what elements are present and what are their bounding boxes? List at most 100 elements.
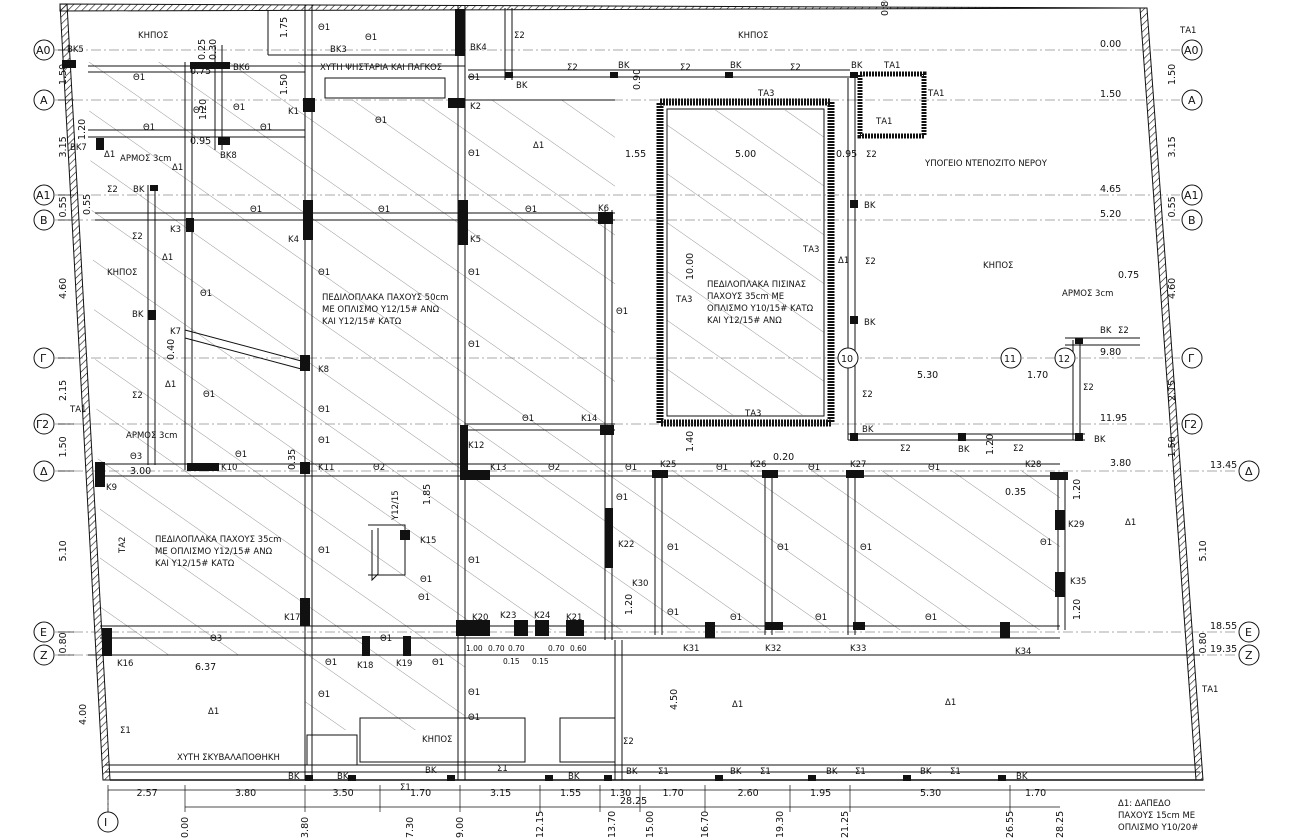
right-dim: 1.50 [1167, 64, 1178, 85]
mark-bk: ΒΚ [1094, 435, 1106, 445]
dim-1-20-f: 1.20 [77, 119, 88, 140]
dim-1-50: 1.50 [279, 74, 290, 95]
col-k35: Κ35 [1070, 577, 1086, 587]
kipos-label-4: ΚΗΠΟΣ [983, 261, 1013, 271]
mark-theta1: Θ1 [378, 205, 390, 215]
bottom-dim: 1.70 [410, 788, 431, 799]
mark-theta1: Θ1 [318, 23, 330, 33]
left-dim: 4.00 [78, 704, 89, 725]
ypogeio-label: ΥΠΟΓΕΙΟ ΝΤΕΠΟΖΙΤΟ ΝΕΡΟΥ [924, 159, 1048, 169]
mark-sigma2: Σ2 [862, 390, 873, 400]
kipos-label-5: ΚΗΠΟΣ [422, 735, 452, 745]
right-dim: 4.60 [1167, 278, 1178, 299]
mark-delta1: Δ1 [172, 163, 183, 173]
row-level: 13.45 [1210, 460, 1237, 471]
mark-bk: ΒΚ [851, 61, 863, 71]
dim-1-55: 1.55 [625, 149, 646, 160]
bottom-cumulative-dim: 7.30 [405, 817, 416, 838]
mark-theta1: Θ1 [730, 613, 742, 623]
legend-line1: Δ1: ΔΑΠΕΔΟ [1118, 799, 1171, 809]
mark-delta1: Δ1 [945, 698, 956, 708]
bottom-dim: 5.30 [920, 788, 941, 799]
perimeter-walls [59, 3, 1204, 781]
dim-0-90: 0.90 [632, 69, 643, 90]
grid-row-bubble [33, 347, 55, 369]
mark-sigma2: Σ2 [567, 63, 578, 73]
mark-theta1: Θ1 [318, 405, 330, 415]
bubble-10: 10 [841, 354, 853, 365]
bottom-cumulative-dim: 0.00 [180, 817, 191, 838]
bottom-cumulative-dim: 16.70 [700, 811, 711, 838]
armos-label-2: ΑΡΜΟΣ 3cm [120, 154, 171, 164]
col-k17: Κ17 [284, 613, 300, 623]
kipos-label-1: ΚΗΠΟΣ [138, 31, 168, 41]
mark-theta1: Θ1 [432, 658, 444, 668]
left-dim: 0.80 [58, 632, 69, 653]
mark-ta1: ΤΑ1 [875, 117, 892, 127]
mark-bk: ΒΚ [425, 766, 437, 776]
grid-row-bubble [33, 621, 55, 643]
col-k16: Κ16 [117, 659, 133, 669]
mark-sigma1: Σ1 [120, 726, 131, 736]
row-level: 19.35 [1210, 644, 1237, 655]
mark-theta1: Θ1 [716, 463, 728, 473]
beam-bk6: ΒΚ6 [233, 63, 250, 73]
col-k25: Κ25 [660, 460, 676, 470]
grid-row-bubble [1181, 209, 1203, 231]
pool-line3: ΟΠΛΙΣΜΟ Υ10/15# ΚΑΤΩ [707, 304, 814, 314]
bottom-cumulative-dim: 19.30 [775, 811, 786, 838]
mark-theta1: Θ1 [777, 543, 789, 553]
small-dim-1-00: 1.00 [466, 644, 483, 653]
dim-10-00: 10.00 [685, 253, 696, 280]
mark-theta1: Θ1 [375, 116, 387, 126]
dim-0-25: 0.25 [197, 39, 208, 60]
dim-0-35-a: 0.35 [287, 449, 298, 470]
bottom-cumulative-dim: 15.00 [645, 811, 656, 838]
mark-bk: ΒΚ [132, 310, 144, 320]
column-marks [62, 9, 1083, 781]
dim-3-80: 3.80 [1110, 458, 1131, 469]
mark-theta1: Θ1 [260, 123, 272, 133]
mark-theta1: Θ1 [616, 493, 628, 503]
left-dim: 4.60 [58, 278, 69, 299]
grid-row-bubble [1238, 644, 1260, 666]
beam-bk7: ΒΚ7 [70, 143, 87, 153]
mark-theta1: Θ1 [925, 613, 937, 623]
mark-ta1: ΤΑ1 [1179, 26, 1196, 36]
col-k32: Κ32 [765, 644, 781, 654]
column-axis-label: Ι [104, 816, 107, 829]
mark-bk: ΒΚ [626, 767, 638, 777]
mark-theta2: Θ2 [373, 463, 385, 473]
grid-row-label: Γ [40, 352, 47, 365]
bottom-dim: 3.50 [333, 788, 354, 799]
bottom-cumulative-dim: 26.55 [1005, 811, 1016, 838]
col-k34: Κ34 [1015, 647, 1031, 657]
left-dim: 5.10 [58, 540, 69, 561]
mark-theta1: Θ1 [667, 608, 679, 618]
mark-sigma2: Σ2 [866, 150, 877, 160]
pool-line4: ΚΑΙ Υ12/15# ΑΝΩ [707, 316, 782, 326]
mark-sigma2: Σ2 [1083, 383, 1094, 393]
mark-sigma1: Σ1 [855, 767, 866, 777]
mark-theta1: Θ1 [815, 613, 827, 623]
col-k26: Κ26 [750, 460, 766, 470]
grid-row-bubble [33, 460, 55, 482]
slab35-line3: ΚΑΙ Υ12/15# ΚΑΤΩ [155, 559, 235, 569]
mark-theta1: Θ1 [143, 123, 155, 133]
beam-bk4: ΒΚ4 [470, 43, 487, 53]
bottom-dim: 2.57 [137, 788, 158, 799]
dim-1-20-d: 1.20 [985, 434, 996, 455]
col-k12: Κ12 [468, 441, 484, 451]
slab35-line1: ΠΕΔΙΛΟΠΛΑΚΑ ΠΑΧΟΥΣ 35cm [155, 535, 281, 545]
dim-0-75-b: 0.75 [190, 66, 211, 77]
beam-bk5: ΒΚ5 [67, 45, 84, 55]
row-level: 1.50 [1100, 89, 1121, 100]
mark-theta1: Θ1 [250, 205, 262, 215]
column-axis-bubble [97, 811, 119, 833]
bottom-cumulative-dim: 3.80 [300, 817, 311, 838]
grid-row-label: Α0 [36, 44, 51, 57]
col-k20: Κ20 [472, 613, 488, 623]
mark-theta1: Θ1 [625, 463, 637, 473]
